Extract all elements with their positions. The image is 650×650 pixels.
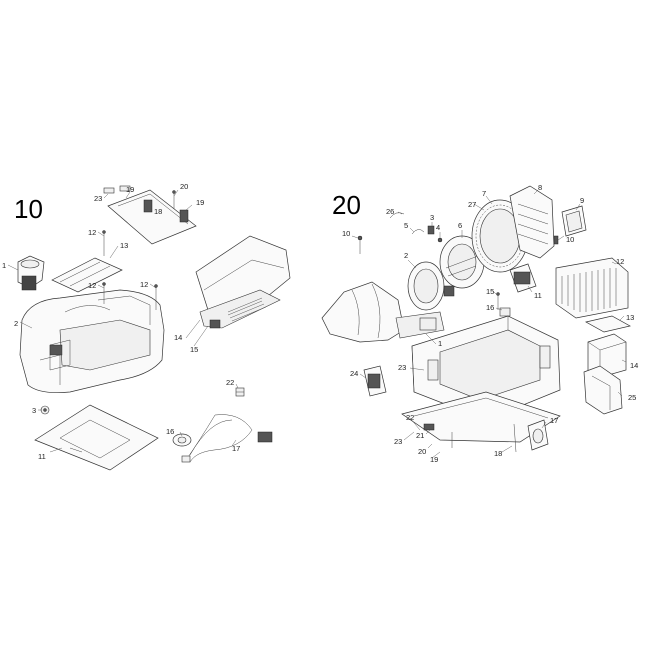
callout-r2: 2 — [404, 251, 408, 260]
callout-l13: 13 — [120, 241, 128, 250]
callout-l18: 18 — [154, 207, 162, 216]
callout-l14: 14 — [174, 333, 182, 342]
part-rod — [513, 423, 517, 453]
callout-r7: 7 — [482, 189, 486, 198]
callout-r16: 16 — [486, 303, 494, 312]
part-wheel — [527, 419, 549, 451]
part-roller — [172, 433, 192, 447]
callout-r9: 9 — [580, 196, 584, 205]
callout-r3: 3 — [430, 213, 434, 222]
callout-l23: 23 — [94, 194, 102, 203]
part-chassis — [411, 315, 561, 421]
part-knob — [40, 405, 50, 415]
left-leader-lines — [7, 189, 239, 453]
callout-r5: 5 — [404, 221, 408, 230]
callout-r14: 14 — [630, 361, 638, 370]
part-screws-mid — [496, 292, 511, 317]
callout-r8: 8 — [538, 183, 542, 192]
part-small-fittings — [389, 212, 443, 243]
right-leader-lines — [351, 189, 627, 459]
callout-r11: 11 — [534, 291, 542, 300]
part-filter-frame — [561, 205, 587, 237]
part-motor-ring — [407, 261, 445, 311]
callout-r17: 17 — [550, 416, 558, 425]
callout-r23b: 23 — [394, 437, 402, 446]
callout-r22: 22 — [406, 413, 414, 422]
callout-l1: 1 — [2, 261, 6, 270]
callout-l19a: 19 — [126, 185, 134, 194]
callout-r1: 1 — [438, 339, 442, 348]
part-top-bracket — [103, 185, 197, 245]
callout-r6: 6 — [458, 221, 462, 230]
callout-r10a: 10 — [342, 229, 350, 238]
callout-r13: 13 — [626, 313, 634, 322]
callout-l2: 2 — [14, 319, 18, 328]
part-power-cable — [181, 414, 273, 463]
callout-r26: 26 — [386, 207, 394, 216]
callout-r18: 18 — [494, 449, 502, 458]
part-switch — [363, 365, 387, 397]
callout-l12c: 12 — [140, 280, 148, 289]
callout-r25: 25 — [628, 393, 636, 402]
left-callouts: 1 2 3 11 12 12 12 13 14 15 16 17 18 19 1… — [2, 182, 240, 461]
callout-r24: 24 — [350, 369, 358, 378]
part-right-plate — [585, 315, 631, 333]
part-filter-cartridge — [509, 263, 537, 293]
callout-r20: 20 — [418, 447, 426, 456]
part-small-plug — [235, 387, 245, 397]
part-base-plate — [34, 404, 159, 471]
callout-r21: 21 — [416, 431, 424, 440]
callout-r15: 15 — [486, 287, 494, 296]
callout-l12b: 12 — [88, 281, 96, 290]
callout-l12a: 12 — [88, 228, 96, 237]
callout-r23a: 23 — [398, 363, 406, 372]
callout-l11: 11 — [38, 452, 46, 461]
part-impeller-housing — [321, 281, 445, 343]
callout-r4: 4 — [436, 223, 440, 232]
part-side-cover — [195, 235, 291, 329]
right-callouts: 1 2 3 4 5 6 7 8 9 10 10 11 12 13 14 15 1… — [342, 183, 638, 464]
callout-r10b: 10 — [566, 235, 574, 244]
part-housing-top — [19, 289, 165, 394]
callout-l22: 22 — [226, 378, 234, 387]
group-title-20: 20 — [332, 190, 361, 220]
part-bottom-tray — [401, 391, 561, 448]
callout-l20: 20 — [180, 182, 188, 191]
part-motor — [439, 235, 485, 297]
group-title-10: 10 — [14, 194, 43, 224]
callout-r12: 12 — [616, 257, 624, 266]
callout-l19b: 19 — [196, 198, 204, 207]
part-container — [583, 365, 623, 415]
callout-r27: 27 — [468, 200, 476, 209]
part-screws — [102, 190, 176, 310]
part-top-housing — [509, 185, 555, 259]
part-filter-cap — [17, 255, 45, 291]
callout-l17: 17 — [232, 444, 240, 453]
part-bracket-plate — [51, 257, 123, 293]
callout-l3: 3 — [32, 406, 36, 415]
callout-r19: 19 — [430, 455, 438, 464]
part-hepa-filter — [555, 257, 629, 319]
callout-l15: 15 — [190, 345, 198, 354]
callout-l16: 16 — [166, 427, 174, 436]
